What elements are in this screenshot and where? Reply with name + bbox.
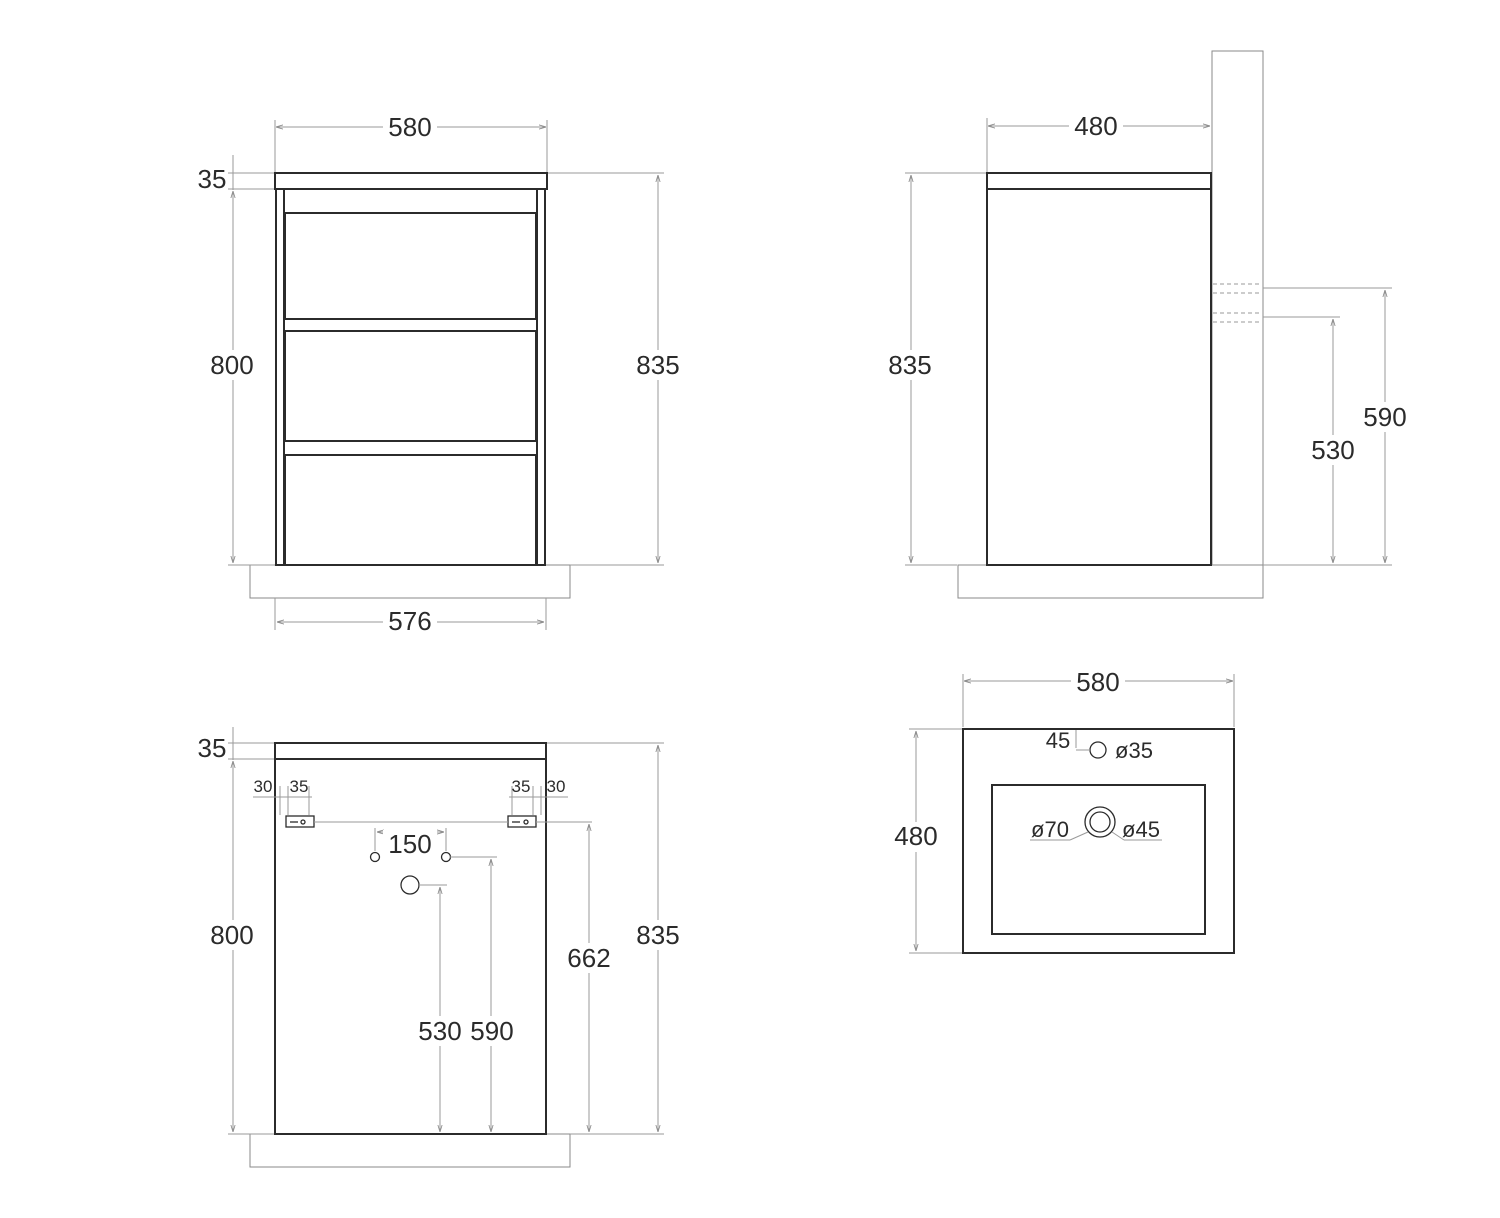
left-offset-b-label: 35	[290, 777, 309, 796]
right-offset-a-label: 30	[547, 777, 566, 796]
drawer-top	[284, 212, 537, 320]
drain-outer-label: ø70	[1031, 817, 1069, 842]
wall-hatch	[1211, 50, 1264, 566]
front-bottom-width-label: 576	[388, 606, 431, 636]
side-depth-label: 480	[1074, 111, 1117, 141]
hot-water-hole	[440, 851, 452, 863]
back-body	[274, 758, 547, 1135]
basin-outline	[962, 728, 1235, 954]
drain-outer-circle	[1084, 806, 1116, 838]
drain-inner-label: ø45	[1122, 817, 1160, 842]
front-top-thickness-label: 35	[198, 164, 227, 194]
front-width-label: 580	[388, 112, 431, 142]
floor-hatch	[249, 564, 571, 599]
front-body-height-label: 800	[210, 350, 253, 380]
side-pipe-lower-label: 530	[1311, 435, 1354, 465]
countertop	[274, 172, 548, 190]
drain-height-label: 530	[418, 1016, 461, 1046]
top-width-label: 580	[1076, 667, 1119, 697]
drawer-middle	[284, 330, 537, 442]
back-countertop	[274, 742, 547, 760]
side-floor-hatch	[957, 564, 1264, 599]
pipe-spacing-label: 150	[388, 829, 431, 859]
tap-hole-label: ø35	[1115, 738, 1153, 763]
left-offset-a-label: 30	[254, 777, 273, 796]
top-view: 580 480 45 ø35 ø70 ø45	[890, 666, 1235, 954]
tap-offset-label: 45	[1046, 728, 1070, 753]
front-total-height-label: 835	[636, 350, 679, 380]
side-countertop	[986, 172, 1212, 190]
top-depth-label: 480	[894, 821, 937, 851]
drawer-bottom	[284, 454, 537, 566]
drain-inner-circle	[1089, 811, 1111, 833]
back-body-height-label: 800	[210, 920, 253, 950]
back-top-thickness-label: 35	[198, 733, 227, 763]
back-total-height-label: 835	[636, 920, 679, 950]
pipe-height-label: 590	[470, 1016, 513, 1046]
side-body	[986, 188, 1212, 566]
side-view: 480 835 590 530	[884, 50, 1414, 599]
back-floor-hatch	[249, 1133, 571, 1168]
side-pipe-upper-label: 590	[1363, 402, 1406, 432]
right-offset-b-label: 35	[512, 777, 531, 796]
tap-hole	[1089, 741, 1107, 759]
bracket-height-label: 662	[567, 943, 610, 973]
right-panel	[536, 188, 546, 566]
drain-hole	[400, 875, 420, 895]
front-view: 580 35 800 835 576	[198, 110, 687, 636]
basin-bowl	[991, 784, 1206, 935]
cold-water-hole	[369, 851, 381, 863]
left-panel	[275, 188, 285, 566]
back-view: 30 35 35 30 35 800 835 662	[198, 727, 687, 1168]
side-total-height-label: 835	[888, 350, 931, 380]
